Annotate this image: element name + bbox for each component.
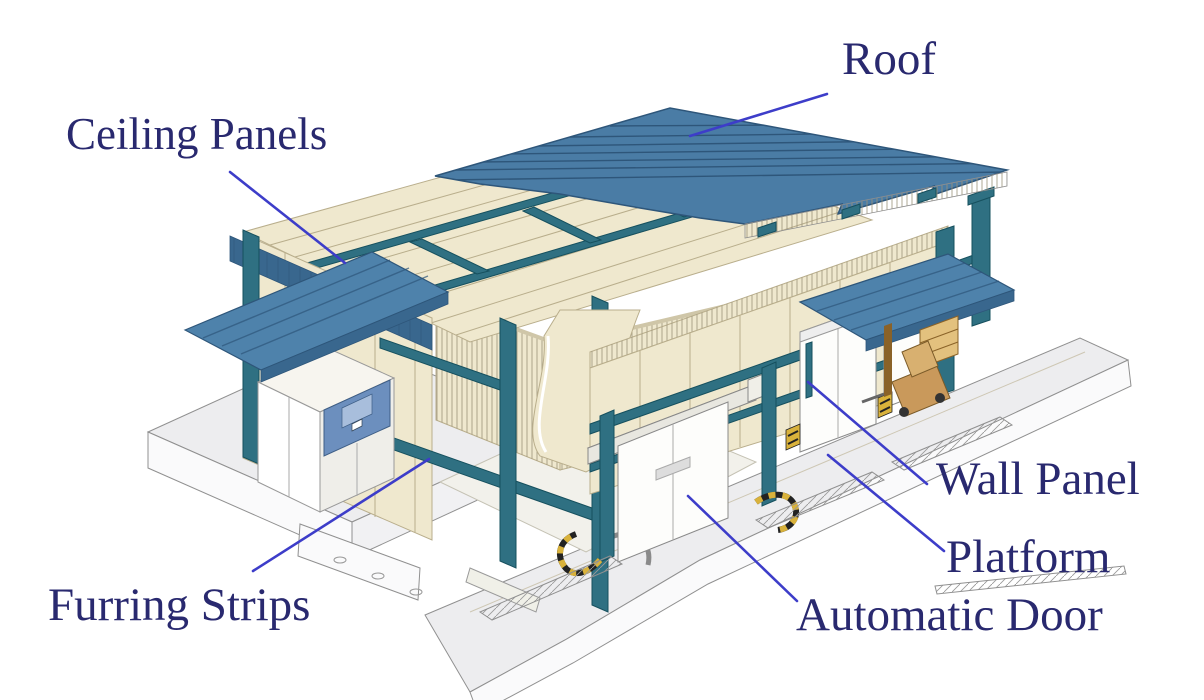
ceiling-cross-beam <box>521 206 603 244</box>
roof <box>434 107 1010 239</box>
leader-ceiling-panels <box>228 170 347 265</box>
interior-column <box>499 317 517 569</box>
door-label-plate <box>655 456 691 481</box>
forklift-wheel <box>899 407 909 417</box>
left-canopy <box>183 251 450 383</box>
label-roof: Roof <box>842 33 936 85</box>
dock-strips <box>478 416 1127 621</box>
label-platform: Platform <box>946 531 1111 583</box>
label-furring-strips: Furring Strips <box>48 579 311 631</box>
forklift <box>861 315 959 417</box>
leader-automatic-door <box>686 494 799 603</box>
roof-purlin <box>841 203 861 220</box>
leader-wall-panel <box>806 380 929 486</box>
forklift-cab <box>901 340 939 378</box>
door-post <box>599 409 615 563</box>
right-canopy <box>798 253 1016 399</box>
ceiling-cross-beam <box>408 238 491 275</box>
unit-handle <box>351 418 363 432</box>
label-ceiling-panels: Ceiling Panels <box>66 109 328 159</box>
leader-roof <box>688 92 829 138</box>
forklift-fork <box>861 392 885 404</box>
roof-soffit <box>744 171 1008 239</box>
leader-platform <box>826 453 946 553</box>
door-post <box>761 361 777 507</box>
label-wall-panel: Wall Panel <box>936 453 1140 505</box>
leader-furring-strips <box>251 457 431 573</box>
roof-purlin <box>917 187 937 204</box>
hazard-guard <box>785 423 801 451</box>
anchor-hole <box>409 588 423 596</box>
roof-purlin <box>757 221 777 238</box>
label-automatic-door: Automatic Door <box>796 589 1103 641</box>
automatic-door <box>557 361 799 577</box>
anchor-hole <box>333 556 347 564</box>
anchor-hole <box>371 572 385 580</box>
forklift-wheel <box>935 393 945 403</box>
forklift-mast <box>884 323 892 397</box>
platform-step <box>297 523 421 601</box>
